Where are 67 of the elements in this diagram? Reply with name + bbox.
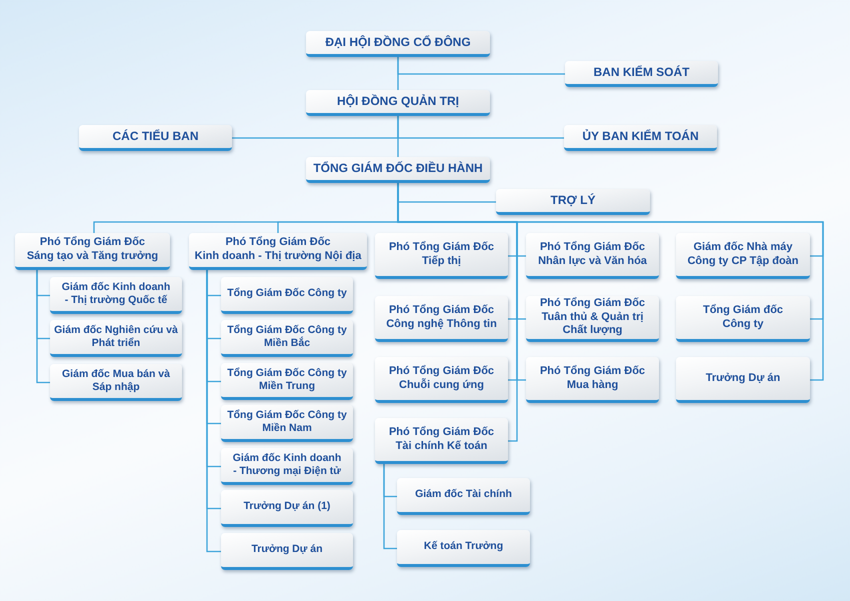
position-box [189,233,367,270]
position-title: TỔNG GIÁM ĐỐC ĐIỀU HÀNH [313,161,483,176]
position-title: Giám đốc Mua bán và Sáp nhập [62,368,170,394]
position-box [50,320,182,357]
position-title: Tổng Giám Đốc Công ty Miền Trung [227,366,347,394]
position-title: Tổng Giám Đốc Công ty Miền Bắc [227,324,347,350]
position-title: Giám đốc Kinh doanh - Thị trường Quốc tế [62,280,170,308]
position-box [496,189,650,215]
position-box [15,233,170,270]
position-title: Trưởng Dự án [251,543,323,557]
position-box [221,363,353,400]
position-box [221,448,353,485]
position-box [221,533,353,570]
position-box [397,530,530,567]
position-box [79,125,232,151]
position-title: Giám đốc Kinh doanh - Thương mại Điện tử [232,452,342,478]
position-box [306,157,490,183]
connector-line [397,116,399,157]
position-title: Phó Tổng Giám Đốc Tuân thủ & Quản trị Chất lượng [540,296,646,338]
position-box [397,478,530,515]
position-box [221,405,353,442]
position-box [564,125,717,151]
position-box [306,90,490,116]
position-title: Tổng Giám Đốc Công ty Miền Nam [227,408,347,436]
connector-line [383,464,397,550]
position-title: HỘI ĐỒNG QUẢN TRỊ [337,94,459,109]
position-title: CÁC TIỂU BAN [112,129,198,144]
position-box [306,31,490,57]
position-title: Giám đốc Nhà máy Công ty CP Tập đoàn [687,240,799,268]
position-title: Tổng Giám Đốc Công ty [227,287,347,301]
position-title: Trưởng Dự án (1) [244,500,330,514]
position-title: Trưởng Dự án [706,372,780,386]
connector-line [206,270,221,552]
position-box [375,418,508,464]
position-box [676,357,810,403]
position-title: ỦY BAN KIỂM TOÁN [582,129,699,144]
position-box [50,277,182,314]
position-box [676,233,810,279]
position-box [375,296,508,342]
position-box [221,320,353,357]
position-box [676,296,810,342]
position-box [50,364,182,401]
position-title: TRỢ LÝ [550,193,596,208]
position-box [526,357,659,403]
position-box [221,277,353,314]
position-box [565,61,718,87]
position-title: Phó Tổng Giám Đốc Tài chính Kế toán [388,426,494,454]
position-title: Phó Tổng Giám Đốc Nhân lực và Văn hóa [538,240,647,268]
connector-line [397,57,399,90]
position-title: Tổng Giám đốc Công ty [702,304,784,332]
position-box [375,357,508,403]
position-title: Phó Tổng Giám Đốc Chuỗi cung ứng [388,364,494,392]
position-box [221,490,353,527]
position-title: BAN KIỂM SOÁT [594,65,690,80]
position-box [526,233,659,279]
position-box [526,296,659,342]
connector-line [36,270,50,384]
position-title: ĐẠI HỘI ĐỒNG CỔ ĐÔNG [325,35,471,50]
position-box [375,233,508,279]
position-title: Phó Tổng Giám Đốc Mua hàng [540,364,646,392]
position-title: Giám đốc Tài chính [415,488,512,502]
position-title: Kế toán Trưởng [424,540,504,554]
position-title: Phó Tổng Giám Đốc Kinh doanh - Thị trường Nội địa [194,236,362,264]
position-title: Phó Tổng Giám Đốc Sáng tạo và Tăng trưởng [26,236,158,264]
position-title: Phó Tổng Giám Đốc Tiếp thị [388,240,494,268]
position-title: Phó Tổng Giám Đốc Công nghệ Thông tin [386,304,497,332]
position-title: Giám đốc Nghiên cứu và Phát triển [54,324,178,350]
